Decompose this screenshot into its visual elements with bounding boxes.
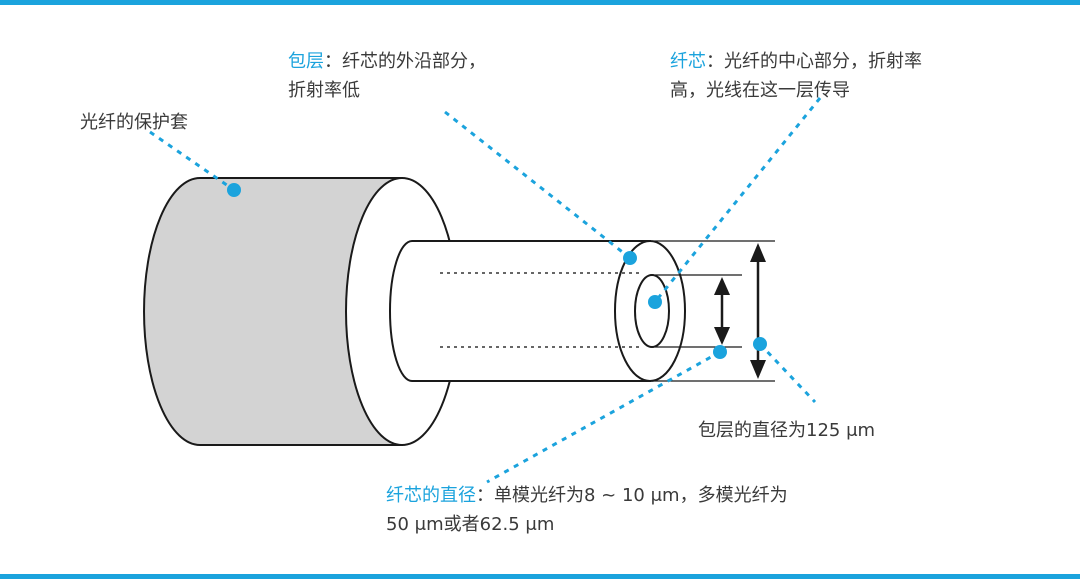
dot-core-diameter [713,345,727,359]
cladding-diameter-arrow [750,243,766,379]
dot-cladding-diameter [753,337,767,351]
core-end-face [634,274,670,348]
leader-cladding-diameter [758,342,817,404]
core-diameter-arrow [714,277,730,345]
label-cladding-title: 包层 [288,51,324,72]
label-core-diameter-title: 纤芯的直径 [386,485,476,506]
label-core-title: 纤芯 [670,51,706,72]
label-cladding: 包层：纤芯的外沿部分， 折射率低 [288,47,486,105]
label-jacket: 光纤的保护套 [80,112,188,133]
label-core-diameter-desc-2: 50 μm或者62.5 μm [386,514,555,535]
label-core-diameter: 纤芯的直径：单模光纤为8 ~ 10 μm，多模光纤为 50 μm或者62.5 μ… [386,481,788,539]
label-cladding-desc-1: ：纤芯的外沿部分， [324,51,486,72]
dot-jacket [227,183,241,197]
leader-core [653,97,822,303]
top-accent-bar [0,0,1080,5]
leader-cladding [444,110,631,260]
label-core: 纤芯：光纤的中心部分，折射率 高，光线在这一层传导 [670,47,922,105]
dot-cladding [623,251,637,265]
bottom-accent-bar [0,574,1080,579]
label-core-desc-1: ：光纤的中心部分，折射率 [706,51,922,72]
dot-core [648,295,662,309]
label-core-desc-2: 高，光线在这一层传导 [670,80,850,101]
label-cladding-desc-2: 折射率低 [288,80,360,101]
leader-core-diameter [486,350,721,484]
label-core-diameter-desc-1: ：单模光纤为8 ~ 10 μm，多模光纤为 [476,485,788,506]
label-cladding-diameter: 包层的直径为125 μm [698,420,876,441]
cladding-cylinder [389,240,686,382]
